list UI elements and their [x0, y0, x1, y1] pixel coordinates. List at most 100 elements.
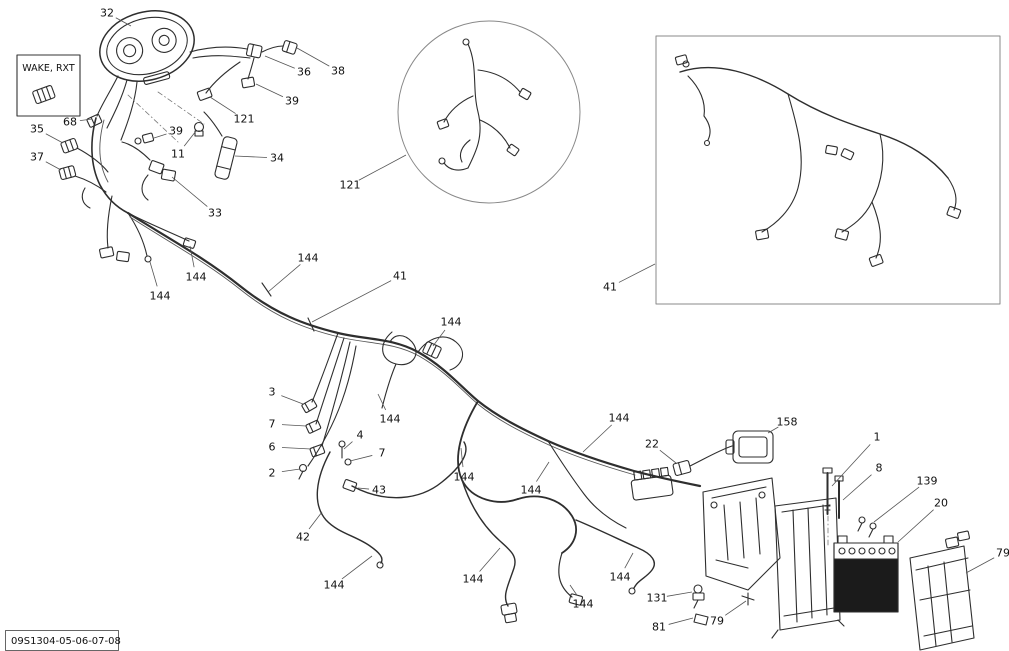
rear-frame	[909, 530, 975, 651]
leader-line-4	[343, 441, 353, 450]
callout-11: 11	[171, 148, 185, 161]
callout-3: 3	[269, 386, 276, 399]
inset-box	[655, 35, 1001, 305]
leader-line-11	[183, 130, 197, 147]
part-34	[214, 136, 238, 180]
leader-line-2	[281, 468, 301, 472]
leader-line-42	[308, 511, 323, 530]
callout-34: 34	[270, 152, 284, 165]
leader-line-8	[842, 474, 872, 501]
leader-line-144	[377, 393, 387, 411]
leader-line-79	[725, 600, 747, 616]
leader-line-144	[341, 555, 373, 580]
callout-41: 41	[393, 270, 407, 283]
leader-line-39	[153, 133, 167, 139]
callout-144: 144	[186, 271, 207, 284]
cable-42	[316, 451, 383, 564]
callout-6: 6	[269, 441, 276, 454]
leader-line-33	[171, 176, 208, 207]
connector-33	[121, 141, 177, 201]
callout-68: 68	[63, 116, 77, 129]
callout-1: 1	[874, 431, 881, 444]
leader-line-3	[281, 395, 304, 405]
callout-7: 7	[379, 447, 386, 460]
leader-line-38	[296, 47, 330, 67]
leader-line-144	[624, 552, 634, 569]
leader-line-121	[358, 154, 407, 181]
callout-32: 32	[100, 7, 114, 20]
callout-158: 158	[777, 416, 798, 429]
gauge-cluster	[99, 10, 195, 85]
screws-139	[857, 516, 877, 538]
leader-line-36	[264, 55, 295, 69]
callout-79: 79	[996, 547, 1009, 560]
battery-support	[771, 497, 845, 639]
callout-38: 38	[331, 65, 345, 78]
leader-line-144	[149, 261, 158, 287]
ecu-module	[725, 430, 774, 464]
callout-33: 33	[208, 207, 222, 220]
callout-144: 144	[298, 252, 319, 265]
callout-81: 81	[652, 621, 666, 634]
leader-line-41	[311, 280, 392, 323]
leader-line-6	[281, 447, 312, 450]
part-131	[692, 584, 705, 609]
connector-121	[196, 87, 213, 101]
inset-circle	[397, 20, 581, 204]
leader-line-1	[831, 444, 871, 487]
callout-144: 144	[609, 412, 630, 425]
main-harness-trunk	[126, 211, 702, 488]
leader-line-22	[659, 449, 677, 464]
mounting-bracket	[702, 477, 781, 591]
leader-line-32	[115, 17, 132, 27]
leader-line-81	[668, 617, 694, 625]
callout-131: 131	[647, 592, 668, 605]
callout-4: 4	[357, 429, 364, 442]
callout-144: 144	[610, 571, 631, 584]
leader-line-39	[255, 83, 284, 98]
variant-connector-icon	[32, 85, 56, 105]
callout-2: 2	[269, 467, 276, 480]
connector-37	[58, 165, 77, 181]
part-11-bulb	[193, 121, 205, 137]
dangling-connector-a	[500, 602, 518, 624]
callout-39: 39	[169, 125, 183, 138]
bracket-79-lower	[741, 592, 755, 606]
leader-line-7	[281, 424, 307, 427]
leader-line-34	[234, 155, 268, 158]
cable-43	[351, 441, 467, 499]
callout-144: 144	[463, 573, 484, 586]
leader-line-144	[536, 461, 550, 482]
variant-label: WAKE, RXT	[22, 63, 75, 74]
callout-35: 35	[30, 123, 44, 136]
leader-line-131	[666, 591, 693, 597]
connector-6	[309, 444, 326, 458]
callout-144: 144	[454, 471, 475, 484]
callout-144: 144	[324, 579, 345, 592]
callout-39: 39	[285, 95, 299, 108]
doc-code: 09S1304-05-06-07-08	[11, 636, 121, 647]
diagram-art: WAKE, RXT	[5, 10, 1001, 651]
callout-144: 144	[150, 290, 171, 303]
callout-144: 144	[521, 484, 542, 497]
callout-144: 144	[573, 598, 594, 611]
connector-39-top	[241, 76, 256, 89]
leader-line-144	[460, 447, 464, 468]
callout-144: 144	[380, 413, 401, 426]
leader-line-139	[873, 486, 920, 523]
callout-7: 7	[269, 418, 276, 431]
leader-line-20	[897, 509, 934, 543]
connector-lower-left-b	[116, 250, 130, 263]
callout-37: 37	[30, 151, 44, 164]
callout-121: 121	[340, 179, 361, 192]
leader-line-144	[189, 245, 195, 268]
callout-20: 20	[934, 497, 948, 510]
leader-line-41	[618, 263, 656, 283]
connector-144-b	[182, 237, 197, 249]
callout-79: 79	[710, 615, 724, 628]
bolt-4	[338, 440, 346, 459]
callout-41: 41	[603, 281, 617, 294]
connector-7a	[305, 419, 322, 434]
connector-lower-left-a	[99, 246, 115, 259]
